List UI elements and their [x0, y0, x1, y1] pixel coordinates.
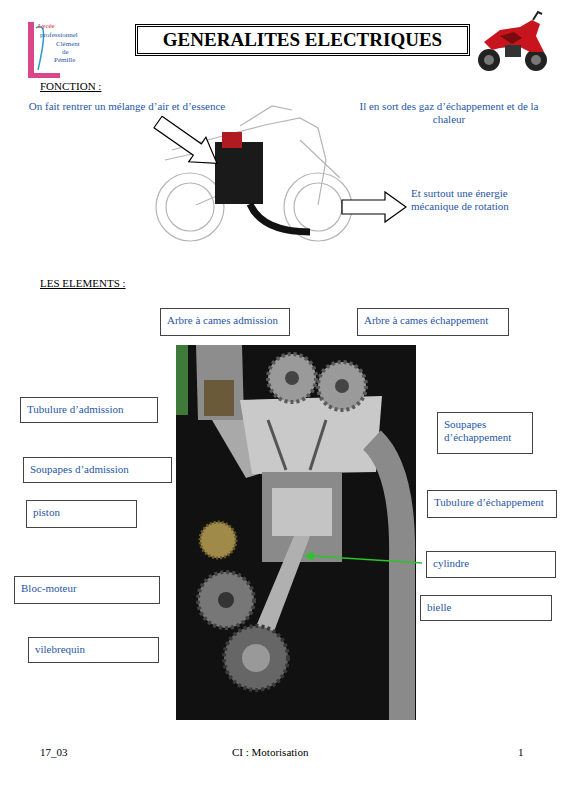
label-box: piston	[26, 500, 137, 528]
title-box: GENERALITES ELECTRIQUES	[135, 24, 470, 56]
part-name: piston	[33, 506, 130, 519]
engine-photo	[176, 345, 416, 720]
motorcycle-photo	[478, 12, 547, 71]
motorcycle-sketch	[156, 106, 352, 241]
label-box: Arbre à cames admission	[160, 308, 290, 336]
label-box: Bloc-moteur	[14, 576, 160, 604]
section-heading: FONCTION :	[40, 80, 160, 93]
section-heading: LES ELEMENTS :	[40, 277, 190, 290]
label-box: Soupapes d’échappement	[437, 412, 533, 454]
footer-text: CI : Motorisation	[232, 746, 372, 759]
part-name: Arbre à cames échappement	[364, 314, 502, 327]
function-text: On fait rentrer un mélange d’air et d’es…	[28, 100, 226, 113]
part-name: vilebrequin	[35, 643, 152, 656]
part-name: Tubulure d’admission	[27, 403, 151, 416]
school-logo	[28, 22, 60, 78]
logo-text: de	[62, 48, 82, 56]
part-name: Soupapes d’échappement	[444, 418, 526, 444]
hollow-arrow	[149, 110, 406, 222]
label-box: Arbre à cames échappement	[357, 308, 509, 336]
logo-text: Lycée	[38, 22, 78, 30]
label-box: vilebrequin	[28, 637, 159, 663]
label-box: Tubulure d’échappement	[427, 490, 557, 518]
label-box: Tubulure d’admission	[20, 397, 158, 423]
logo-text: professionnel	[40, 31, 100, 39]
page-title: GENERALITES ELECTRIQUES	[163, 29, 442, 51]
label-box: Soupapes d’admission	[23, 457, 172, 483]
part-name: Bloc-moteur	[21, 582, 153, 595]
part-name: cylindre	[433, 557, 549, 570]
function-text: Il en sort des gaz d’échappement et de l…	[350, 100, 548, 126]
part-name: Soupapes d’admission	[30, 463, 165, 476]
label-box: cylindre	[426, 551, 556, 578]
page-number: 1	[518, 746, 538, 759]
function-text: Et surtout une énergie mécanique de rota…	[411, 187, 511, 213]
part-name: Tubulure d’échappement	[434, 496, 550, 509]
part-name: Arbre à cames admission	[167, 314, 283, 327]
logo-text: Pémille	[54, 56, 94, 64]
pointer-arrow	[304, 551, 422, 563]
page-ref: 17_03	[40, 746, 100, 759]
engine-sketch	[215, 132, 310, 232]
label-box: bielle	[420, 595, 552, 621]
logo-text: Clément	[56, 40, 96, 48]
part-name: bielle	[427, 601, 545, 614]
